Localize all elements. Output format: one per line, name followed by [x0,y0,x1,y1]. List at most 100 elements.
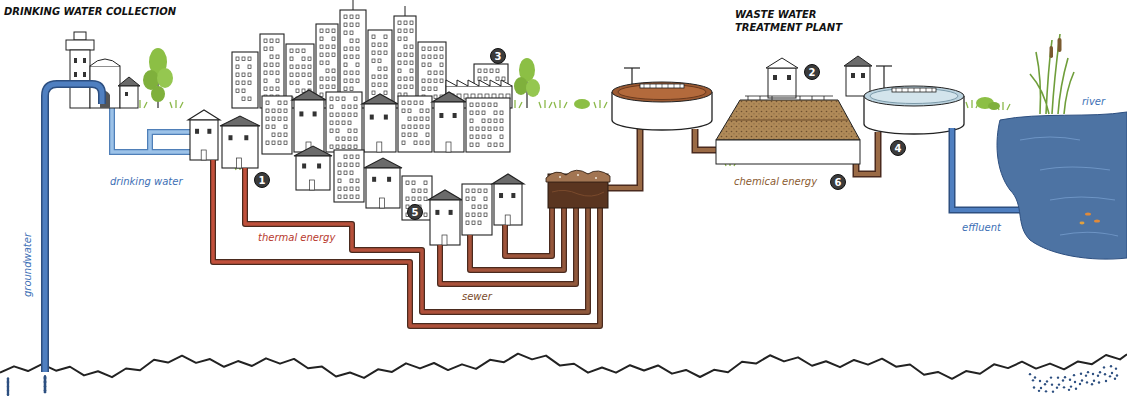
city-building [342,145,345,149]
city-building [278,141,281,145]
callout-number: 5 [407,204,423,220]
city-building [348,137,351,141]
city-building [404,77,407,81]
city-building [302,65,305,69]
city-building [348,121,351,125]
aquifer-rocks [1046,380,1048,382]
city-building [207,129,211,134]
city-building [270,55,273,59]
sewer-pipe [245,168,588,312]
secondary-clarifier [851,73,855,78]
city-building [484,69,487,73]
aquifer-rocks [44,386,46,388]
city-building [330,121,333,125]
city-building [372,35,375,39]
city-building [398,37,401,41]
secondary-clarifier [844,56,964,134]
aquifer-rocks [7,385,9,387]
city-building [370,115,374,120]
city-building [440,71,443,75]
city-building [442,235,447,245]
city-building [408,117,411,121]
city-building [272,117,275,121]
city-building [434,47,437,51]
city-building [332,77,335,81]
city-building [332,29,335,33]
city-building [336,145,339,149]
city-building [330,129,333,133]
city-building [414,101,417,105]
city-building [430,200,460,245]
city-building [366,168,400,208]
drinking-water-pipe [112,106,194,152]
aquifer-rocks [1087,371,1089,373]
river [997,112,1127,259]
city-building [294,100,324,152]
city-building [320,37,323,41]
city-building [446,80,512,86]
primary-clarifier [612,68,712,130]
city-building [330,97,333,101]
city-building [406,197,409,201]
city-building [320,29,323,33]
sewer-pipe [470,206,564,270]
aquifer-rocks [1044,383,1046,385]
aquifer-rocks [7,386,9,388]
city-building [378,75,381,79]
aeration-tank [773,75,777,80]
secondary-clarifier [844,56,872,66]
city-building [276,71,279,75]
city-building [220,116,260,168]
city-building [384,67,387,71]
aquifer-rocks [1038,390,1040,392]
city-building [334,150,364,202]
primary-clarifier [618,85,706,100]
city-building [284,109,287,113]
city-building [201,150,206,160]
city-building [398,96,432,152]
city-building [426,141,429,145]
city-building [330,113,333,117]
city-building [350,163,353,167]
city-building [408,125,411,129]
city-building [272,125,275,129]
city-building [440,63,443,67]
city-building [476,103,479,107]
aeration-tank [766,58,798,68]
city-building [364,104,396,152]
city-building [466,189,469,193]
city-building [408,101,411,105]
city-building [356,55,359,59]
city-building [428,79,431,83]
tree [526,79,540,97]
city-building [410,29,413,33]
city-building [466,197,469,201]
city-building [236,81,239,85]
primary-clarifier [644,84,680,88]
city-building [248,57,251,61]
city-building [418,197,421,201]
city-building [408,109,411,113]
city-building [342,137,345,141]
city-building [432,92,466,102]
city-building [472,213,475,217]
city-building [426,125,429,129]
city-building [478,69,481,73]
city-building [384,51,387,55]
city-building [424,197,427,201]
pipe-label: thermal energy [258,232,335,244]
city-building [313,111,317,116]
city-building [488,143,491,147]
city-building [404,53,407,57]
city-building [266,125,269,129]
city-building [499,193,503,198]
city-building [344,31,347,35]
city-building [428,63,431,67]
city-building [434,95,437,99]
city-building [276,79,279,83]
secondary-clarifier [876,65,892,66]
grass-tuft [539,100,552,108]
aquifer-rocks [7,380,9,382]
aquifer-rocks [1033,386,1035,388]
city-building [434,79,437,83]
